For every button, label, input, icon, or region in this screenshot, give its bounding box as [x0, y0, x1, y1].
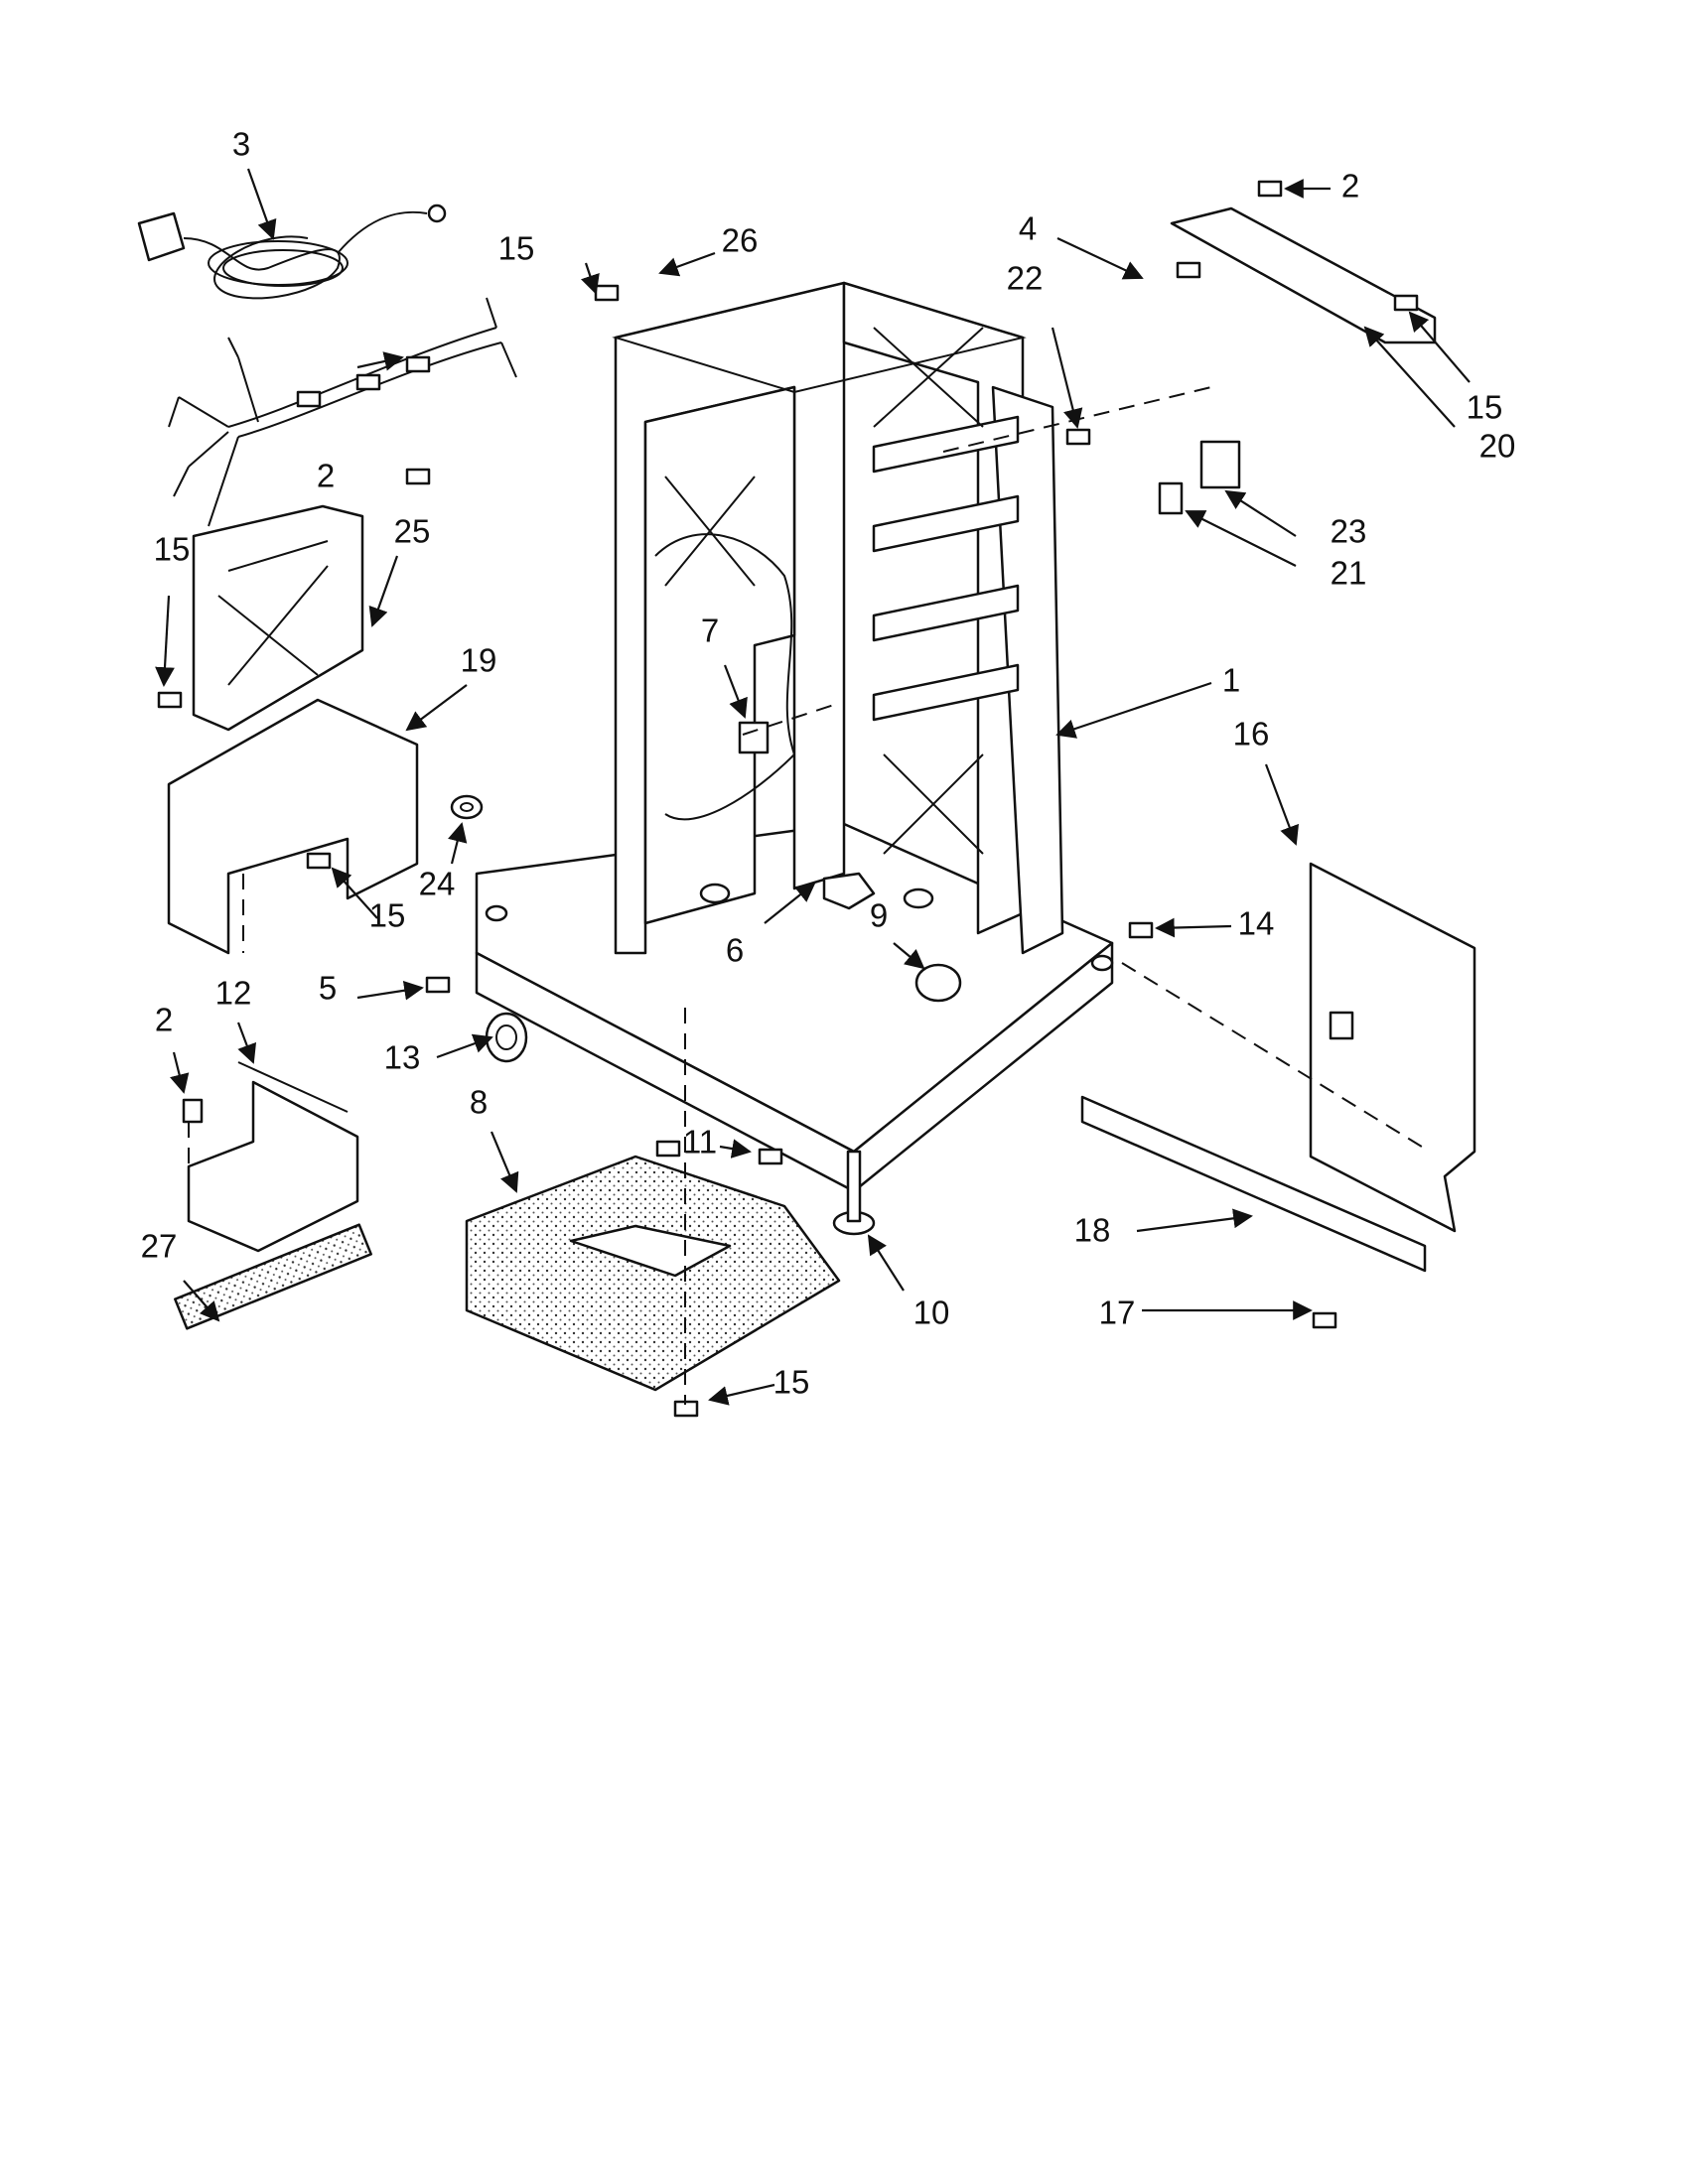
- callout-11: 11: [683, 1124, 717, 1160]
- callout-4: 4: [1019, 210, 1037, 247]
- callout-2: 2: [155, 1002, 173, 1038]
- callout-8: 8: [470, 1084, 488, 1121]
- switch-23: [1158, 440, 1241, 515]
- callout-23: 23: [1331, 513, 1367, 550]
- fasteners: [157, 180, 1419, 1418]
- callout-14: 14: [1238, 905, 1275, 942]
- callout-18: 18: [1074, 1212, 1111, 1249]
- callout-19: 19: [461, 642, 497, 679]
- callout-7: 7: [701, 613, 719, 649]
- wiring-harness: [168, 297, 517, 527]
- callout-12: 12: [215, 975, 252, 1012]
- callout-15: 15: [498, 230, 535, 267]
- cabinet-frame: [475, 281, 1114, 1193]
- callout-26: 26: [722, 222, 759, 259]
- callout-labels: 1 2 2 2 3 4 5 6 7 8 9 10 11 12 13 14 15 …: [141, 126, 1516, 1401]
- callout-20: 20: [1479, 428, 1516, 465]
- callout-3: 3: [232, 126, 250, 163]
- callout-16: 16: [1233, 716, 1270, 752]
- foam-strip-27: [174, 1223, 372, 1330]
- callout-17: 17: [1099, 1295, 1136, 1331]
- callout-24: 24: [419, 866, 456, 902]
- callout-9: 9: [870, 897, 888, 934]
- callout-21: 21: [1331, 555, 1367, 592]
- callout-2: 2: [1341, 168, 1359, 205]
- bracket-20: [1170, 206, 1437, 344]
- bracket-25: [192, 504, 364, 732]
- callout-2: 2: [317, 458, 335, 494]
- callout-15: 15: [369, 897, 406, 934]
- callout-5: 5: [319, 970, 337, 1007]
- callout-25: 25: [394, 513, 431, 550]
- callout-6: 6: [726, 932, 744, 969]
- cover-19: [167, 698, 484, 955]
- callout-1: 1: [1222, 662, 1240, 699]
- callout-22: 22: [1007, 260, 1044, 297]
- callout-15: 15: [773, 1364, 810, 1401]
- callout-15: 15: [1467, 389, 1503, 426]
- callout-10: 10: [913, 1295, 950, 1331]
- base-pan-8: [465, 1155, 841, 1392]
- callout-15: 15: [154, 531, 191, 568]
- shield-12: [187, 1061, 359, 1253]
- panel-16: [1309, 862, 1476, 1233]
- leader-lines: [155, 168, 1471, 1406]
- callout-13: 13: [384, 1039, 421, 1076]
- callout-27: 27: [141, 1228, 178, 1265]
- rail-18: [1080, 1095, 1427, 1273]
- power-cord: [137, 204, 447, 300]
